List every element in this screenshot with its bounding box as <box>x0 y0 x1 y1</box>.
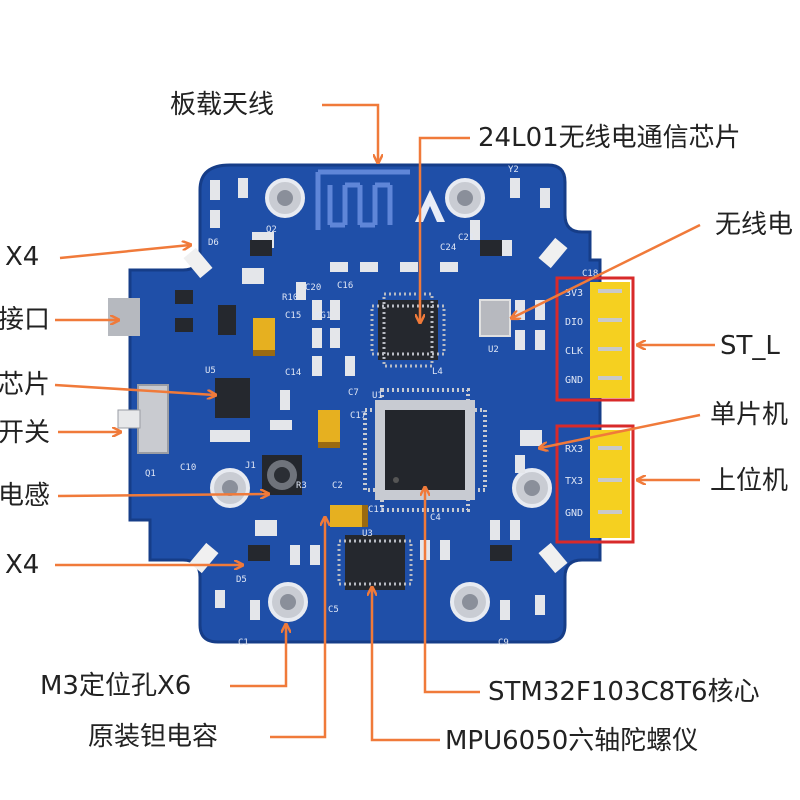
silkscreen-ref: C14 <box>285 368 301 378</box>
silkscreen-ref: C2 <box>332 481 343 491</box>
silkscreen-ref: C11 <box>368 505 384 515</box>
pin-rx3: RX3 <box>565 444 583 455</box>
callout-imu <box>372 588 440 742</box>
pin-tx3: TX3 <box>565 476 583 487</box>
callout-inductor <box>57 494 268 496</box>
label-mount-hole: M3定位孔X6 <box>40 671 192 701</box>
callout-chip <box>54 383 215 395</box>
silkscreen-ref: C17 <box>350 411 366 421</box>
pin-clk: CLK <box>565 346 583 357</box>
silkscreen-ref: C4 <box>430 513 441 523</box>
header-top <box>590 282 630 398</box>
silkscreen-ref: C9 <box>498 638 509 648</box>
silkscreen-ref: R3 <box>296 481 307 491</box>
label-antenna: 板载天线 <box>170 90 275 120</box>
label-wireless-led: 无线电 <box>715 210 794 240</box>
label-imu: MPU6050六轴陀螺仪 <box>445 726 699 756</box>
callout-lines <box>54 103 715 742</box>
crystal <box>479 299 511 337</box>
label-mcu-side: 单片机 <box>710 400 789 430</box>
silkscreen-ref: C10 <box>180 463 196 473</box>
silkscreen-ref: D5 <box>236 575 247 585</box>
callout-mount-hole <box>230 625 286 688</box>
silkscreen-ref: U1 <box>372 391 383 401</box>
callout-led-top <box>59 245 190 260</box>
silkscreen-ref: Q2 <box>266 225 277 235</box>
silkscreen-ref: L4 <box>432 367 443 377</box>
silkscreen-ref: C21 <box>458 233 474 243</box>
label-st-link: ST_L <box>720 331 780 361</box>
label-switch: 开关 <box>0 418 51 448</box>
silkscreen-ref: U5 <box>205 366 216 376</box>
callout-mcu-core <box>425 488 480 694</box>
inductor <box>262 455 302 495</box>
silkscreen-ref: U3 <box>362 529 373 539</box>
callout-tantalum <box>270 518 325 739</box>
silkscreen-ref: C24 <box>440 243 456 253</box>
silkscreen-ref: C20 <box>305 283 321 293</box>
transistors <box>175 240 512 561</box>
mounting-holes <box>210 178 552 622</box>
antenna-trace <box>315 169 410 230</box>
label-rf-chip: 24L01无线电通信芯片 <box>478 123 741 153</box>
pin-gnd-top: GND <box>565 375 583 386</box>
silkscreen-ref: C15 <box>285 311 301 321</box>
label-chip: 芯片 <box>0 370 51 400</box>
silkscreen-ref: D6 <box>208 238 219 248</box>
silkscreen-ref: C1 <box>238 638 249 648</box>
label-inductor: 电感 <box>0 481 51 511</box>
side-connector <box>108 298 140 336</box>
tantalum-caps <box>253 318 368 527</box>
silkscreen-ref: Y2 <box>508 165 519 175</box>
logo-mark <box>415 190 445 222</box>
silkscreen-ref: R10 <box>282 293 298 303</box>
silkscreen-ref: C5 <box>328 605 339 615</box>
rf-chip <box>370 292 446 368</box>
silkscreen-ref: KG1 <box>315 311 331 321</box>
silkscreen-ref: U2 <box>488 345 499 355</box>
silkscreen-ref: C16 <box>337 281 353 291</box>
highlight-box-uart <box>555 424 635 544</box>
label-mcu-core: STM32F103C8T6核心 <box>488 677 760 707</box>
silkscreen-ref: J1 <box>245 461 256 471</box>
label-tantalum-cap: 原装钽电容 <box>88 722 219 752</box>
header-bottom <box>590 430 630 538</box>
label-host-side: 上位机 <box>710 466 789 496</box>
silkscreen-ref: C7 <box>348 388 359 398</box>
pin-dio: DIO <box>565 317 583 328</box>
mpu6050-chip <box>337 535 413 590</box>
label-interface: 接口 <box>0 305 51 335</box>
label-led-x4-bottom: X4 <box>5 550 40 580</box>
pin-3v3: 3V3 <box>565 288 583 299</box>
silkscreen-ref: Q1 <box>145 469 156 479</box>
callout-wireless-led <box>512 223 701 318</box>
label-led-x4-top: X4 <box>5 242 40 272</box>
regulator-chip <box>215 378 250 418</box>
callout-antenna <box>322 103 378 162</box>
stm32-chip <box>363 388 487 512</box>
power-switch <box>117 384 169 454</box>
led-pairs <box>183 237 568 574</box>
silkscreen-ref: C18 <box>582 269 598 279</box>
pin-gnd-bottom: GND <box>565 508 583 519</box>
callout-mcu-side <box>540 413 701 448</box>
callout-rf-chip <box>420 136 470 322</box>
